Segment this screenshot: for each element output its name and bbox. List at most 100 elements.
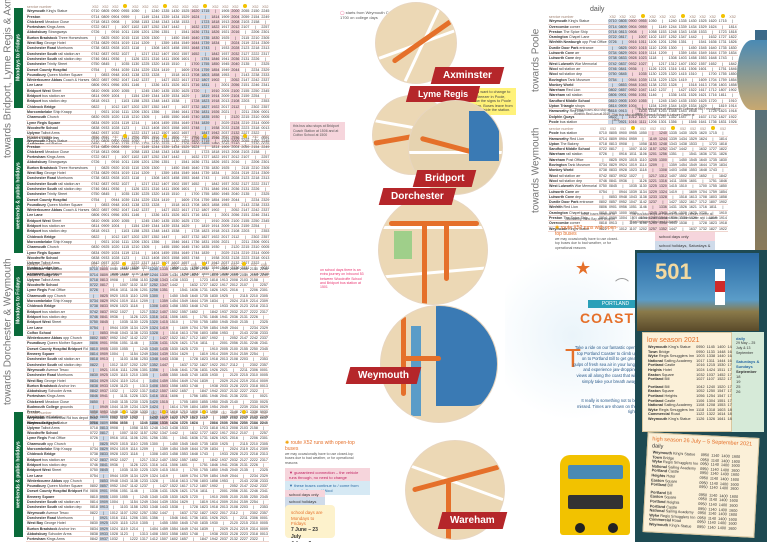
table-row: Weymouth King's Statue0950114514001445	[648, 345, 736, 349]
table-row: Portland Heights1056125415471745	[648, 393, 736, 398]
note-purbeck: This bus also stops at Purbeck School & …	[612, 113, 695, 122]
table-row: National Sailing Academy1017131114441631	[648, 358, 736, 363]
open-top-title: ✺ route X52 runs with open-top buses	[285, 440, 355, 452]
open-top-sun-icon	[243, 4, 248, 8]
open-top-sun-icon	[201, 262, 206, 266]
section3-days-tab: Mondays to Fridays	[14, 266, 23, 336]
open-top-sun-icon	[161, 410, 166, 414]
open-top-sun-icon	[640, 14, 645, 18]
open-top-sun-icon	[123, 4, 128, 8]
open-top-sun-icon	[680, 14, 685, 18]
intro-dropcap: T	[565, 343, 581, 373]
starfish-icon: ★	[575, 258, 592, 278]
banner-dorchester: Dorchester	[378, 188, 457, 205]
table-row: Commercial Road1122132216141814	[648, 412, 736, 417]
banner-axminster: Axminster	[430, 67, 505, 84]
table-row: Portland Bill1042124015201719	[648, 384, 736, 389]
high-season-days: daily	[651, 443, 664, 450]
open-top-sun-icon	[161, 262, 166, 266]
legend-school-days-only: school days only	[285, 490, 325, 499]
section1-direction: towards Bridport, Lyme Regis & Axminster	[2, 0, 14, 159]
coast-photo-circle	[737, 40, 767, 110]
banner-bridport: Bridport	[412, 170, 477, 187]
map-weymouth	[380, 305, 498, 423]
low-season-outbound: Weymouth King's Statue0950114514001445To…	[647, 345, 737, 382]
section5-direction: towards Poole	[530, 28, 542, 92]
banner-wareham: Wareham	[437, 512, 507, 529]
section3-direction: towards Dorchester & Weymouth	[2, 258, 14, 406]
route-number-501: 501	[655, 259, 692, 284]
coaster-logo-top: PORTLAND	[588, 300, 643, 308]
open-top-sun-icon	[201, 410, 206, 414]
table-row: Portland Bill1027110715221750	[648, 377, 736, 382]
note-purbeck-2: This bus also stops at Purbeck School & …	[630, 212, 718, 224]
weekend-month: September	[736, 369, 757, 374]
table-row: Portland Castle1106130415511755	[648, 398, 736, 403]
table-row: Easton Square1032103714521712	[648, 372, 736, 377]
school-days-title: school days are Mondays to Fridays	[291, 510, 323, 526]
low-days-title: daily	[736, 336, 746, 341]
banner-weymouth: Weymouth	[345, 367, 422, 384]
coaster-outro: It really is something not to be missed.…	[576, 398, 637, 415]
